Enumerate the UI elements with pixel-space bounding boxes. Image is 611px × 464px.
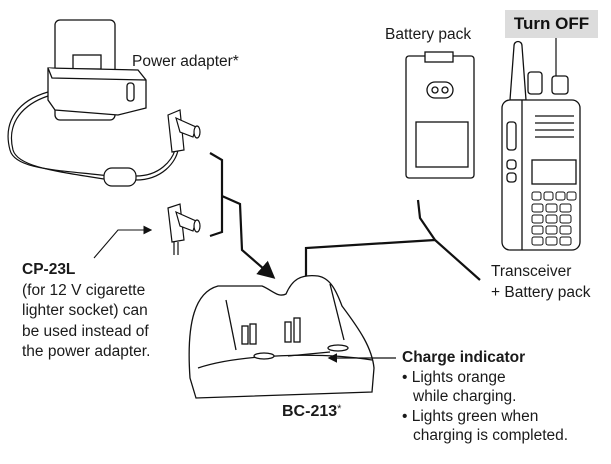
- cp23l-title: CP-23L: [22, 261, 76, 278]
- cp23l-line: (for 12 V cigarette: [22, 281, 146, 299]
- charge-indicator-title: Charge indicator: [402, 349, 526, 366]
- turn-off-label: Turn OFF: [505, 10, 598, 38]
- adapter-cable-icon: [7, 91, 179, 187]
- transceiver-battery-label: + Battery pack: [491, 284, 591, 301]
- power-adapter-icon: [47, 19, 147, 121]
- charger-icon: [188, 274, 375, 399]
- cp23l-pointer: [93, 225, 153, 259]
- charger-model-label: BC-213*: [282, 400, 341, 421]
- charge-item-orange: • Lights orange: [402, 368, 506, 386]
- battery-pack-icon: [405, 51, 475, 179]
- charger-model-text: BC-213: [282, 403, 338, 420]
- cp23l-note: CP-23L (for 12 V cigarette lighter socke…: [22, 260, 150, 363]
- power-adapter-label: Power adapter*: [132, 53, 239, 70]
- connector-bracket: [209, 152, 272, 276]
- cp23l-line: the power adapter.: [22, 343, 151, 360]
- charge-indicator-note: Charge indicator • Lights orange while c…: [402, 348, 568, 446]
- charger-asterisk: *: [337, 403, 342, 415]
- charge-item-green-cont: charging is completed.: [413, 427, 569, 444]
- charge-item-green: • Lights green when: [402, 407, 539, 425]
- transceiver-label: Transceiver: [491, 263, 572, 280]
- cp23l-line: lighter socket) can: [22, 302, 148, 319]
- cigarette-plug-icon: [167, 203, 201, 255]
- transceiver-icon: [501, 40, 581, 251]
- dc-plug-icon: [167, 109, 201, 153]
- cp23l-line: be used instead of: [22, 322, 149, 340]
- battery-pack-label: Battery pack: [385, 26, 472, 43]
- charge-item-orange-cont: while charging.: [413, 388, 517, 405]
